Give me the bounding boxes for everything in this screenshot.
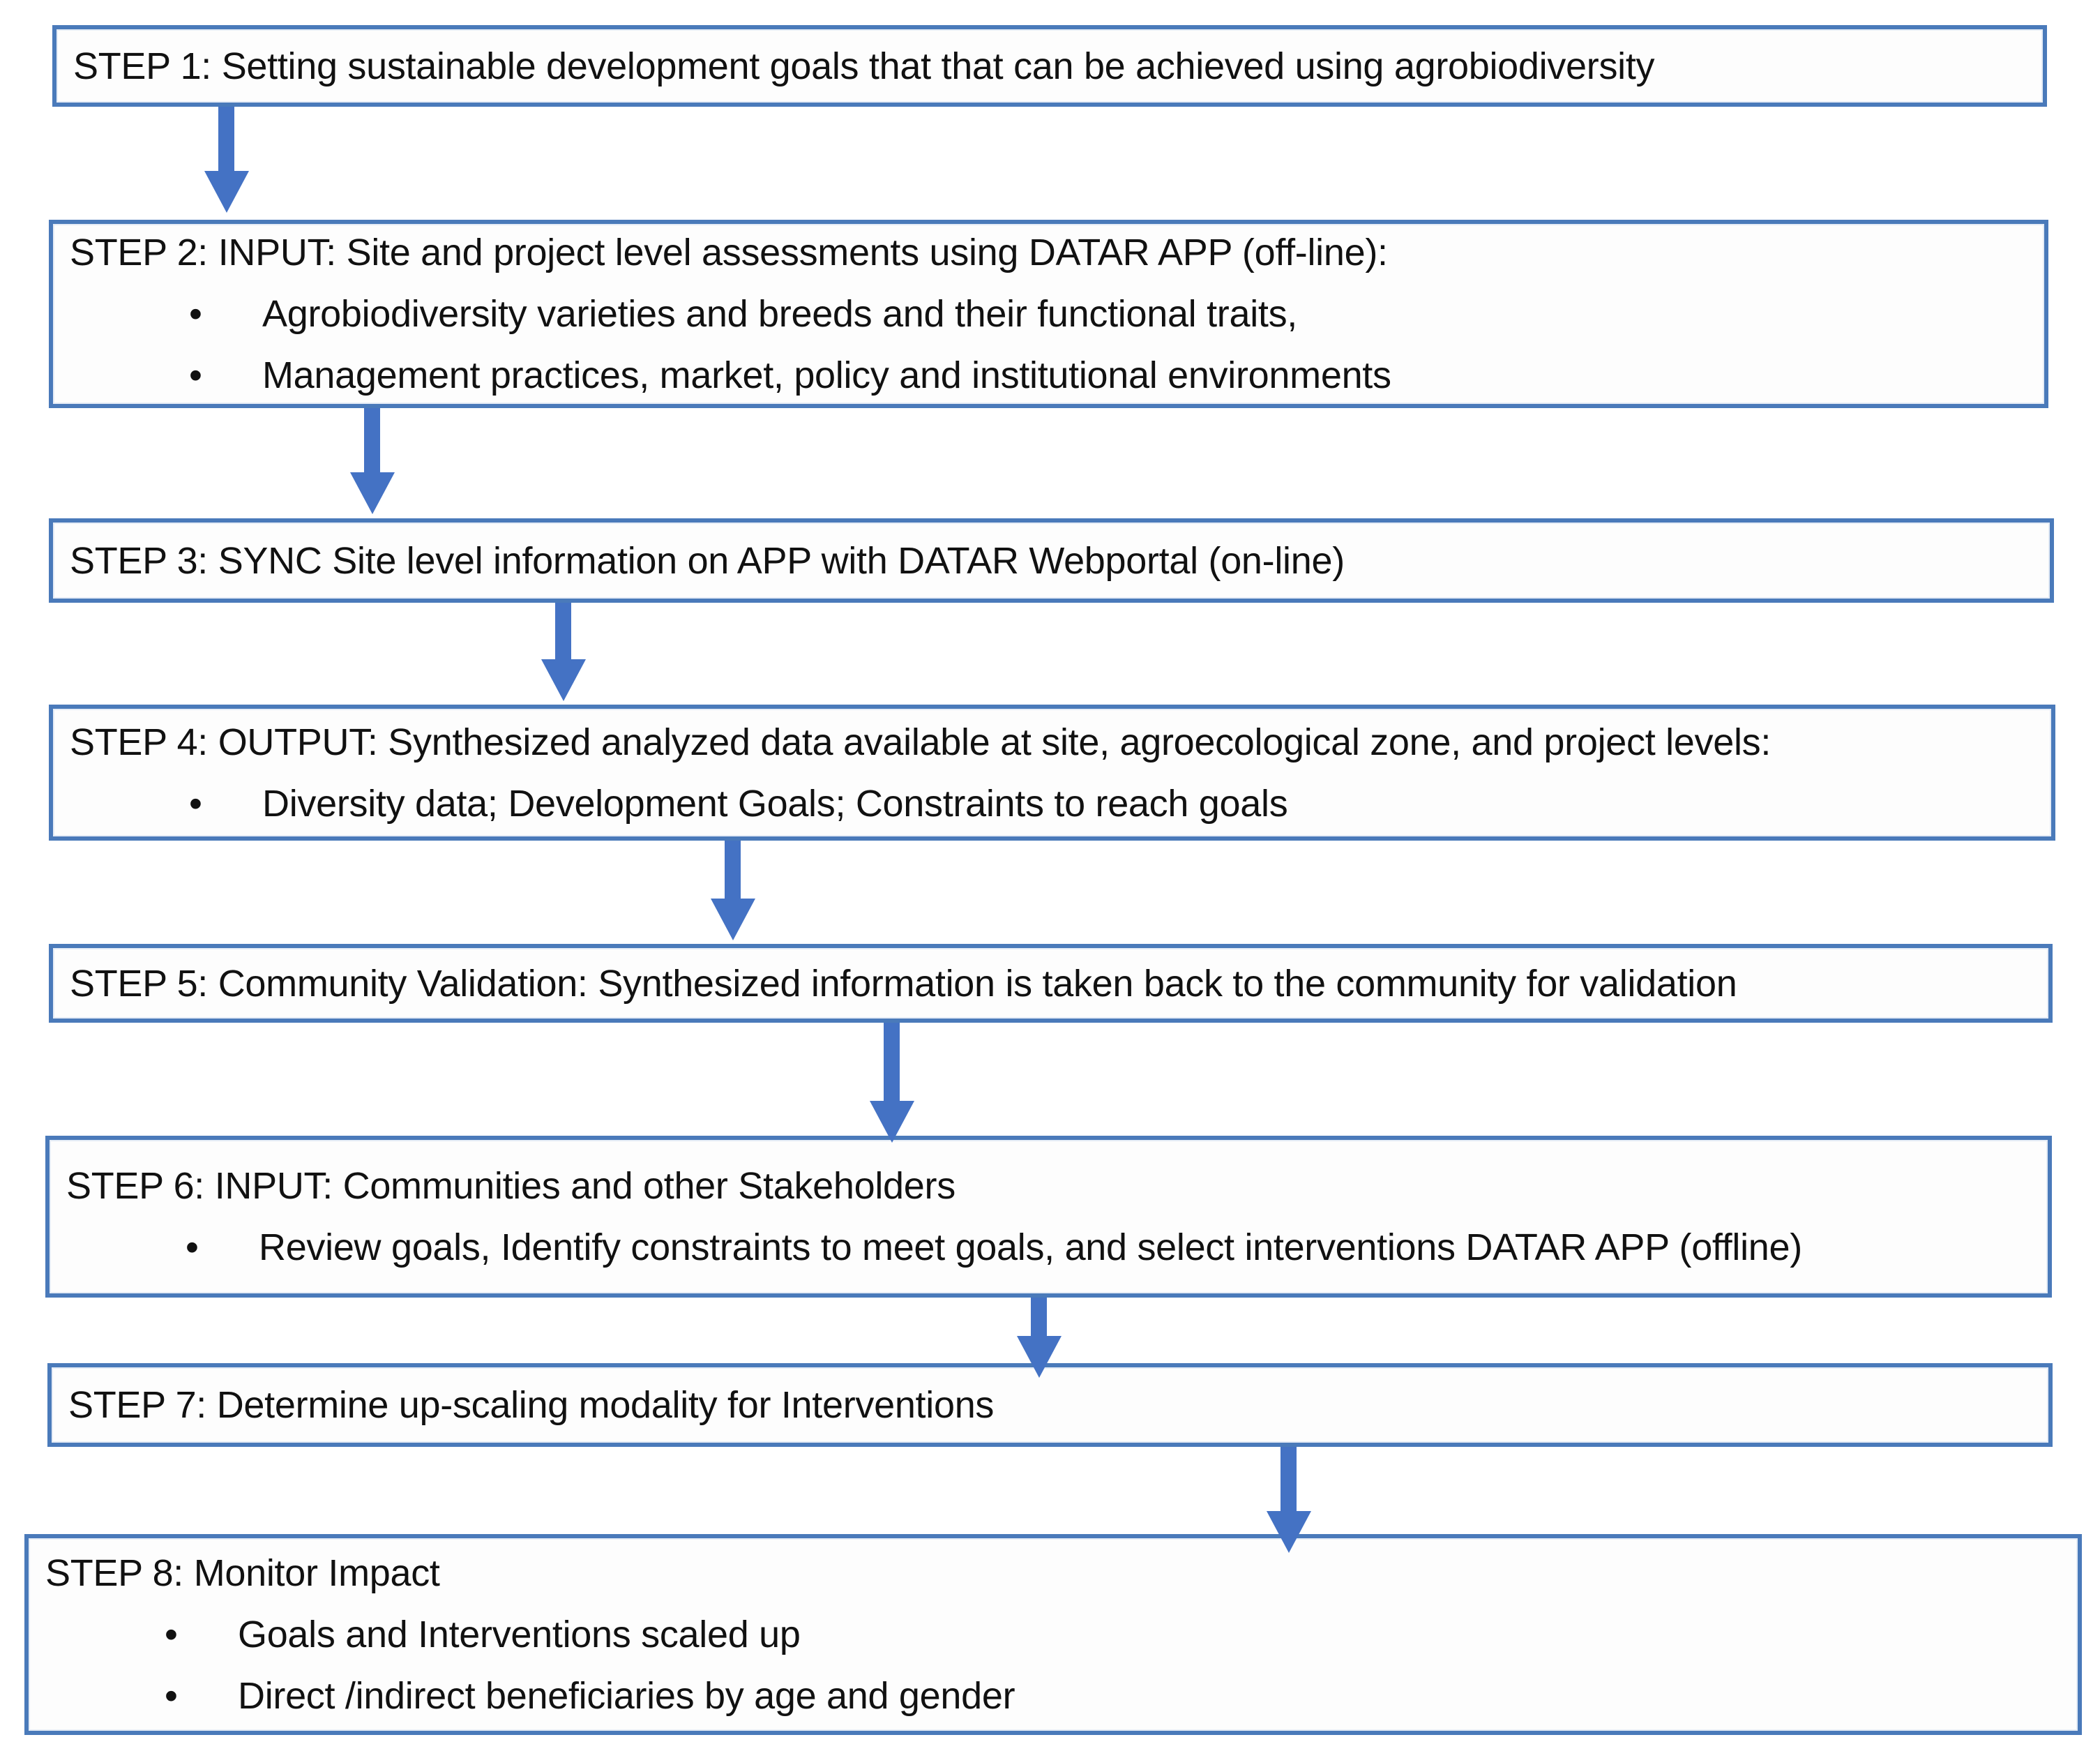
step-2-bullet-2: Management practices, market, policy and… [53,345,2044,406]
step-2-title: STEP 2: INPUT: Site and project level as… [70,232,1388,273]
step-8-bullet-2: Direct /indirect beneficiaries by age an… [29,1665,2078,1727]
step-6-title: STEP 6: INPUT: Communities and other Sta… [66,1165,955,1207]
step-4-title: STEP 4: OUTPUT: Synthesized analyzed dat… [70,721,1772,763]
step-2-bullet-1: Agrobiodiversity varieties and breeds an… [53,283,2044,345]
down-arrow-icon-5 [869,1023,914,1143]
step-7-title: STEP 7: Determine up-scaling modality fo… [68,1384,995,1426]
step-8-bullet-1: Goals and Interventions scaled up [29,1604,2078,1665]
down-arrow-icon-3 [541,603,586,701]
step-8-box: STEP 8: Monitor Impact Goals and Interve… [24,1534,2082,1735]
step-4-bullet-list: Diversity data; Development Goals; Const… [53,773,2051,834]
step-2-bullet-list: Agrobiodiversity varieties and breeds an… [53,283,2044,406]
down-arrow-icon-4 [710,841,755,940]
step-6-bullet-1: Review goals, Identify constraints to me… [50,1217,2048,1278]
step-6-box: STEP 6: INPUT: Communities and other Sta… [45,1136,2052,1298]
step-5-title: STEP 5: Community Validation: Synthesize… [70,962,1737,1005]
down-arrow-icon-2 [349,408,395,514]
down-arrow-icon-7 [1266,1447,1311,1553]
step-5-box: STEP 5: Community Validation: Synthesize… [49,944,2053,1023]
step-3-title: STEP 3: SYNC Site level information on A… [70,539,1345,582]
down-arrow-icon-6 [1016,1298,1062,1378]
step-1-title: STEP 1: Setting sustainable development … [73,45,1655,87]
down-arrow-icon-1 [204,107,249,213]
step-8-title: STEP 8: Monitor Impact [45,1552,440,1594]
step-4-bullet-1: Diversity data; Development Goals; Const… [53,773,2051,834]
step-2-box: STEP 2: INPUT: Site and project level as… [49,220,2048,408]
step-3-box: STEP 3: SYNC Site level information on A… [49,518,2054,603]
step-6-bullet-list: Review goals, Identify constraints to me… [50,1217,2048,1278]
step-8-bullet-list: Goals and Interventions scaled up Direct… [29,1604,2078,1727]
step-4-box: STEP 4: OUTPUT: Synthesized analyzed dat… [49,705,2055,841]
step-1-box: STEP 1: Setting sustainable development … [52,25,2047,107]
